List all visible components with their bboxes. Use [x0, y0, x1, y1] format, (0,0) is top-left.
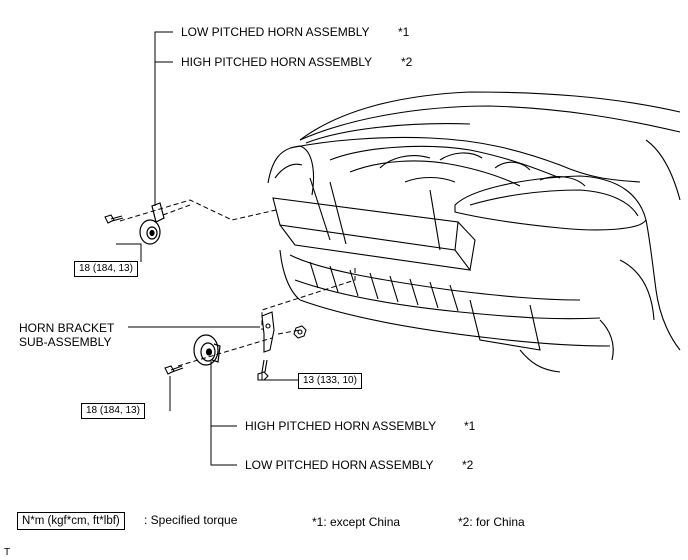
torque-box-bracket-bolt: 13 (133, 10) [298, 373, 362, 389]
horn-bracket-icon [261, 311, 275, 353]
callout-low-horn-top: LOW PITCHED HORN ASSEMBLY [181, 25, 370, 39]
corner-mark: T [4, 547, 11, 558]
nut-icon [293, 325, 307, 339]
legend-unit-box: N*m (kgf*cm, ft*lbf) [17, 512, 125, 530]
callout-horn-bracket: HORN BRACKET SUB-ASSEMBLY [19, 321, 114, 349]
note-marker: *1 [398, 25, 410, 39]
callout-line: SUB-ASSEMBLY [19, 335, 112, 349]
legend-unit-description: : Specified torque [144, 513, 238, 527]
legend-note-2: *2: for China [458, 515, 525, 529]
callout-high-horn-top: HIGH PITCHED HORN ASSEMBLY [181, 55, 373, 69]
dashed-lines [119, 199, 356, 367]
upper-horn [139, 202, 165, 245]
lower-horn [193, 334, 221, 366]
callout-line: HORN BRACKET [19, 321, 115, 335]
upper-bolt-icon [104, 214, 124, 224]
torque-box-lower-bolt: 18 (184, 13) [81, 403, 145, 419]
bracket-bolt-icon [257, 359, 269, 381]
legend-note-1: *1: except China [312, 515, 401, 529]
callout-high-horn-bottom: HIGH PITCHED HORN ASSEMBLY [245, 419, 437, 433]
leader-lines [116, 31, 300, 466]
callout-low-horn-bottom: LOW PITCHED HORN ASSEMBLY [245, 458, 434, 472]
lower-bolt-icon [164, 365, 184, 375]
note-marker: *2 [401, 55, 413, 69]
note-marker: *2 [462, 458, 474, 472]
torque-box-upper-bolt: 18 (184, 13) [74, 261, 138, 277]
note-marker: *1 [464, 419, 476, 433]
vehicle-front-end [267, 91, 681, 373]
